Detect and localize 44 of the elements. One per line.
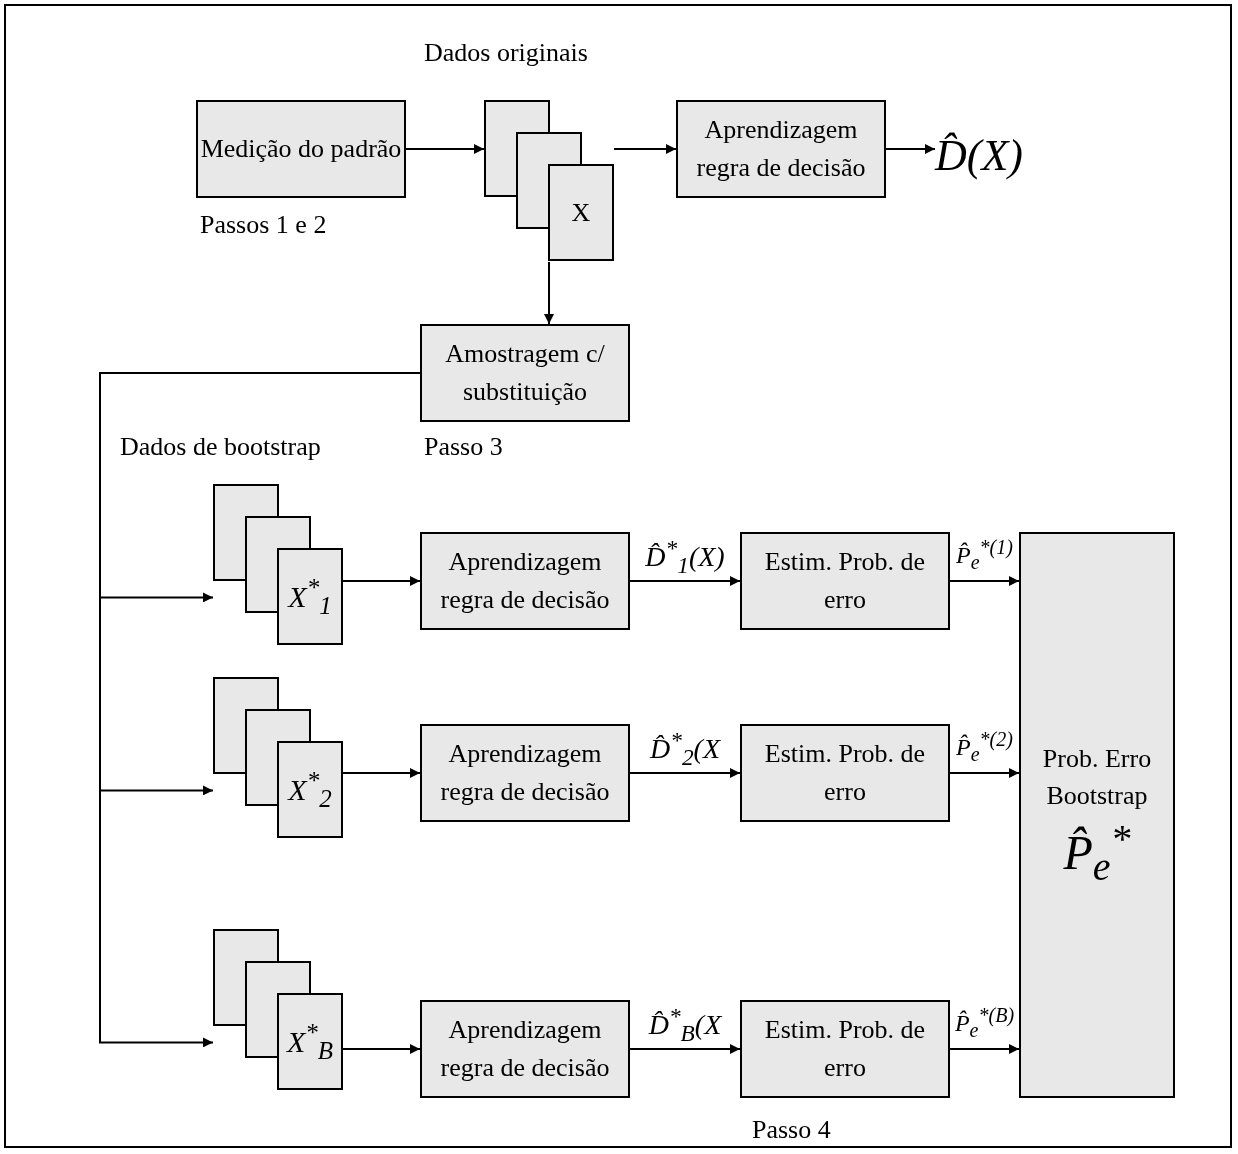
box-label: Aprendizagem regra de decisão — [439, 1014, 611, 1084]
arrow — [342, 576, 421, 586]
process-box — [420, 1000, 630, 1098]
process-box — [676, 100, 886, 198]
arrow — [544, 261, 554, 325]
document-stack — [484, 100, 614, 262]
arrow — [405, 144, 485, 154]
process-box — [740, 724, 950, 822]
arrow — [949, 1044, 1020, 1054]
box-label: Aprendizagem regra de decisão — [439, 546, 611, 616]
note-label: Dados de bootstrap — [120, 432, 321, 462]
caption-label: Dados originais — [424, 38, 588, 68]
box-label: Estim. Prob. de erro — [763, 738, 927, 808]
box-label: Aprendizagem regra de decisão — [695, 114, 867, 184]
process-box — [740, 532, 950, 630]
arrow — [342, 1044, 421, 1054]
box-label: Aprendizagem regra de decisão — [439, 738, 611, 808]
document-stack — [213, 484, 343, 646]
process-box — [740, 1000, 950, 1098]
process-box — [420, 724, 630, 822]
caption-label: Passos 1 e 2 — [200, 210, 327, 240]
arrow — [629, 768, 741, 778]
variable-label: X — [571, 197, 591, 228]
note-label: Passo 4 — [752, 1115, 831, 1145]
output-label: D̂(X) — [935, 125, 1085, 187]
arrow — [342, 768, 421, 778]
result-box — [1019, 532, 1175, 1098]
arrow — [629, 1044, 741, 1054]
process-box — [196, 100, 406, 198]
arrow — [629, 576, 741, 586]
arrow — [949, 768, 1020, 778]
process-box — [420, 324, 630, 422]
arrow — [949, 576, 1020, 586]
box-label: Estim. Prob. de erro — [763, 546, 927, 616]
caption-label: Passo 3 — [424, 432, 503, 462]
box-label: Estim. Prob. de erro — [763, 1014, 927, 1084]
box-title: Prob. Erro Bootstrap — [1041, 742, 1153, 813]
box-label: Medição do padrão — [199, 133, 403, 166]
box-label: Amostragem c/ substituição — [444, 338, 606, 408]
process-box — [420, 532, 630, 630]
document-stack — [213, 929, 343, 1091]
arrow — [885, 144, 936, 154]
arrow — [613, 144, 677, 154]
document-stack — [213, 677, 343, 839]
